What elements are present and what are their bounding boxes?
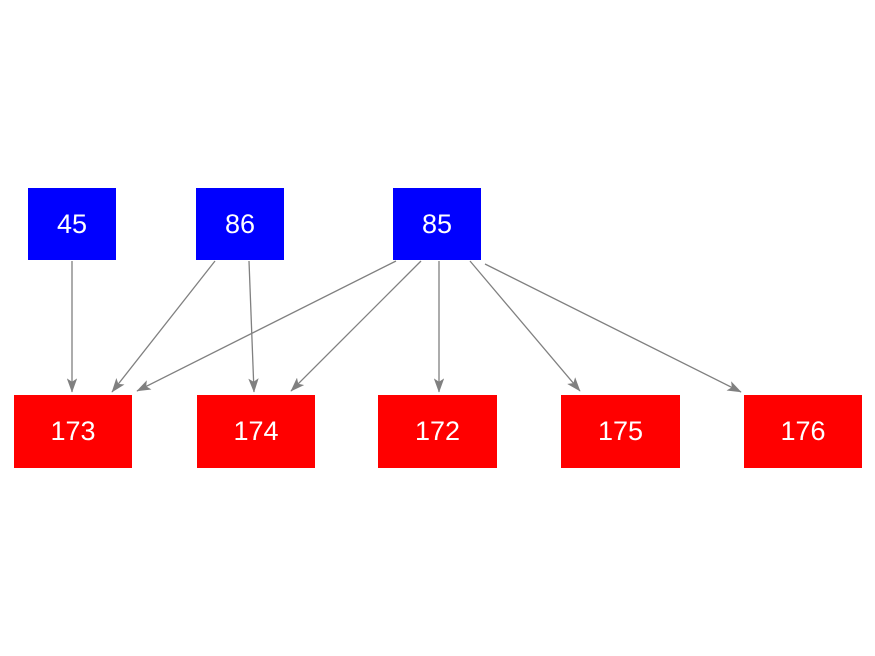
graph-node-86[interactable]: 86 — [196, 188, 284, 260]
graph-node-176[interactable]: 176 — [744, 395, 862, 468]
graph-edge — [484, 263, 742, 393]
graph-node-label: 173 — [50, 416, 96, 446]
graph-node-label: 172 — [414, 416, 461, 446]
graph-node-label: 176 — [780, 416, 826, 446]
graph-edge — [136, 260, 397, 392]
graph-edge — [111, 260, 216, 393]
graph-node-172[interactable]: 172 — [378, 395, 497, 468]
graph-node-label: 86 — [224, 208, 256, 239]
graph-edge — [290, 260, 422, 392]
graph-node-175[interactable]: 175 — [561, 395, 680, 468]
graph-node-173[interactable]: 173 — [14, 395, 132, 468]
graph-node-174[interactable]: 174 — [197, 395, 315, 468]
graph-node-label: 45 — [56, 208, 88, 239]
graph-edge — [469, 260, 581, 392]
graph-node-label: 174 — [233, 416, 279, 446]
graph-node-label: 175 — [597, 416, 644, 446]
edges-group — [66, 260, 742, 393]
graph-node-label: 85 — [421, 208, 453, 239]
graph-node-45[interactable]: 45 — [28, 188, 116, 260]
graph-edge — [248, 260, 259, 393]
graph-node-85[interactable]: 85 — [393, 188, 481, 260]
